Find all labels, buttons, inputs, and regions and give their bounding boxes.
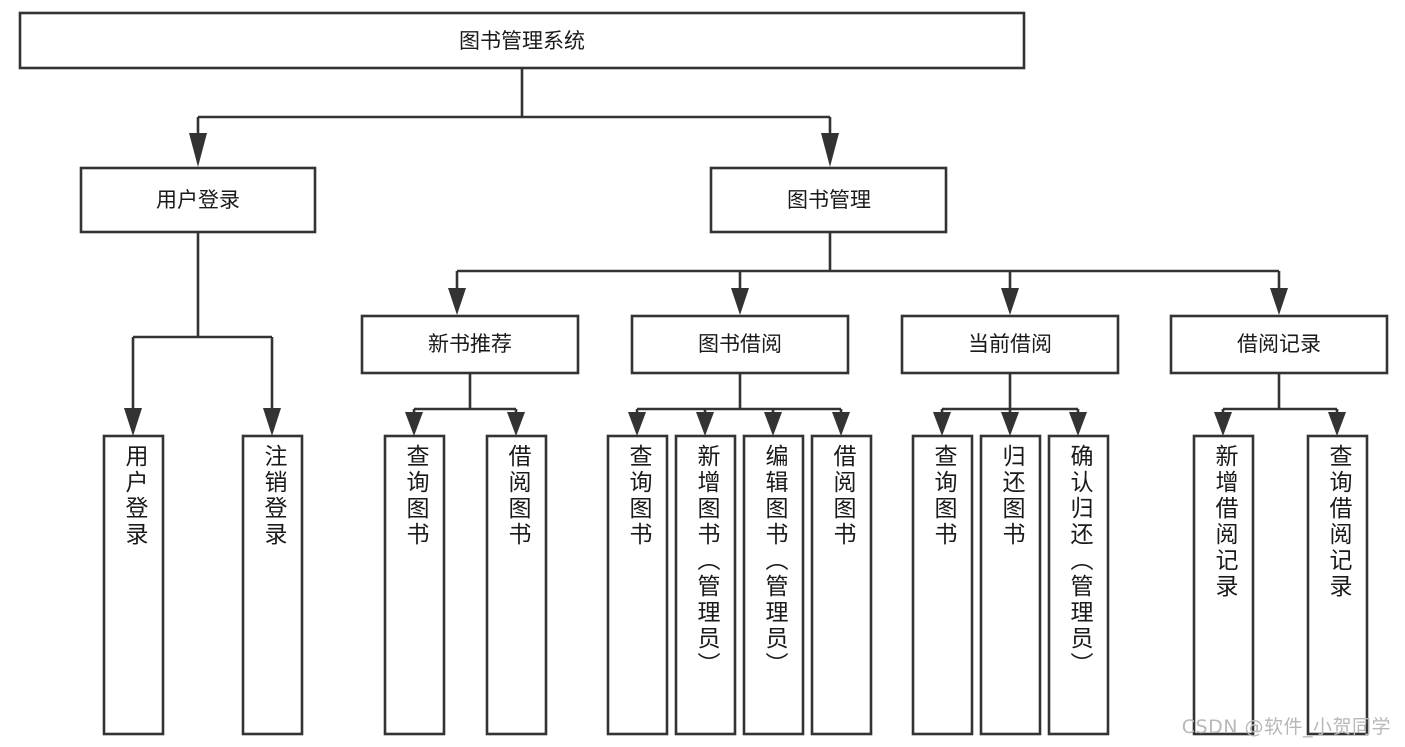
arrow-head-icon	[1069, 412, 1087, 436]
arrow-head-icon	[1214, 412, 1232, 436]
leaf-box-add-borrow-record[interactable]	[1192, 434, 1255, 736]
leaf-box-query-borrow-record[interactable]	[1306, 434, 1369, 736]
arrow-head-icon	[933, 412, 951, 436]
leaf-box-query-book-2[interactable]	[606, 434, 669, 736]
arrow-head-icon	[448, 288, 466, 315]
leaf-box-query-book-1[interactable]	[383, 434, 446, 736]
arrow-head-icon	[189, 133, 207, 167]
node-new-book-recommend-label: 新书推荐	[428, 332, 512, 356]
arrow-head-icon	[1328, 412, 1346, 436]
node-book-management[interactable]: 图书管理	[709, 166, 948, 234]
leaf-box-return-book[interactable]	[979, 434, 1042, 736]
arrow-head-icon	[507, 412, 525, 436]
connector-root-to-level2	[189, 68, 839, 167]
arrow-head-icon	[764, 412, 782, 436]
node-borrow-record-label: 借阅记录	[1237, 332, 1321, 356]
arrow-head-icon	[731, 288, 749, 315]
connector-record-to-leaves	[1214, 373, 1346, 436]
arrow-head-icon	[821, 133, 839, 167]
leaf-box-query-book-3[interactable]	[911, 434, 974, 736]
node-book-borrow-label: 图书借阅	[698, 332, 782, 356]
connector-current-to-leaves	[933, 373, 1087, 436]
connector-bookmgmt-to-level3	[448, 232, 1288, 315]
node-root-book-management-system[interactable]: 图书管理系统	[18, 11, 1026, 70]
leaf-box-borrow-book-2[interactable]	[810, 434, 873, 736]
node-user-login[interactable]: 用户登录	[79, 166, 317, 234]
node-user-login-label: 用户登录	[156, 188, 240, 212]
connector-newbook-to-leaves	[405, 373, 525, 436]
arrow-head-icon	[1001, 288, 1019, 315]
leaf-box-logout[interactable]	[241, 434, 304, 736]
node-borrow-record[interactable]: 借阅记录	[1169, 314, 1389, 375]
node-new-book-recommend[interactable]: 新书推荐	[360, 314, 580, 375]
node-user-login-box[interactable]	[79, 166, 317, 234]
arrow-head-icon	[1270, 288, 1288, 315]
arrow-head-icon	[124, 408, 142, 436]
connector-userlogin-to-leaves	[124, 232, 281, 436]
arrow-head-icon	[696, 412, 714, 436]
node-current-borrow-box[interactable]	[900, 314, 1120, 375]
arrow-head-icon	[1001, 412, 1019, 436]
node-current-borrow[interactable]: 当前借阅	[900, 314, 1120, 375]
leaf-box-edit-book-admin[interactable]	[742, 434, 805, 736]
leaf-box-borrow-book-1[interactable]	[485, 434, 548, 736]
node-current-borrow-label: 当前借阅	[968, 332, 1052, 356]
leaf-box-user-login[interactable]	[102, 434, 165, 736]
node-new-book-recommend-box[interactable]	[360, 314, 580, 375]
node-book-management-label: 图书管理	[787, 188, 871, 212]
watermark: CSDN @软件_小贺同学	[1181, 716, 1391, 738]
leaf-box-confirm-return-admin[interactable]	[1047, 434, 1110, 736]
node-root-box[interactable]	[18, 11, 1026, 70]
node-book-borrow-box[interactable]	[630, 314, 850, 375]
node-root-label: 图书管理系统	[459, 29, 585, 53]
arrow-head-icon	[263, 408, 281, 436]
arrow-head-icon	[832, 412, 850, 436]
connector-borrow-to-leaves	[628, 373, 850, 436]
arrow-head-icon	[628, 412, 646, 436]
leaf-box-add-book-admin[interactable]	[674, 434, 737, 736]
node-book-management-box[interactable]	[709, 166, 948, 234]
node-book-borrow[interactable]: 图书借阅	[630, 314, 850, 375]
node-borrow-record-box[interactable]	[1169, 314, 1389, 375]
arrow-head-icon	[405, 412, 423, 436]
